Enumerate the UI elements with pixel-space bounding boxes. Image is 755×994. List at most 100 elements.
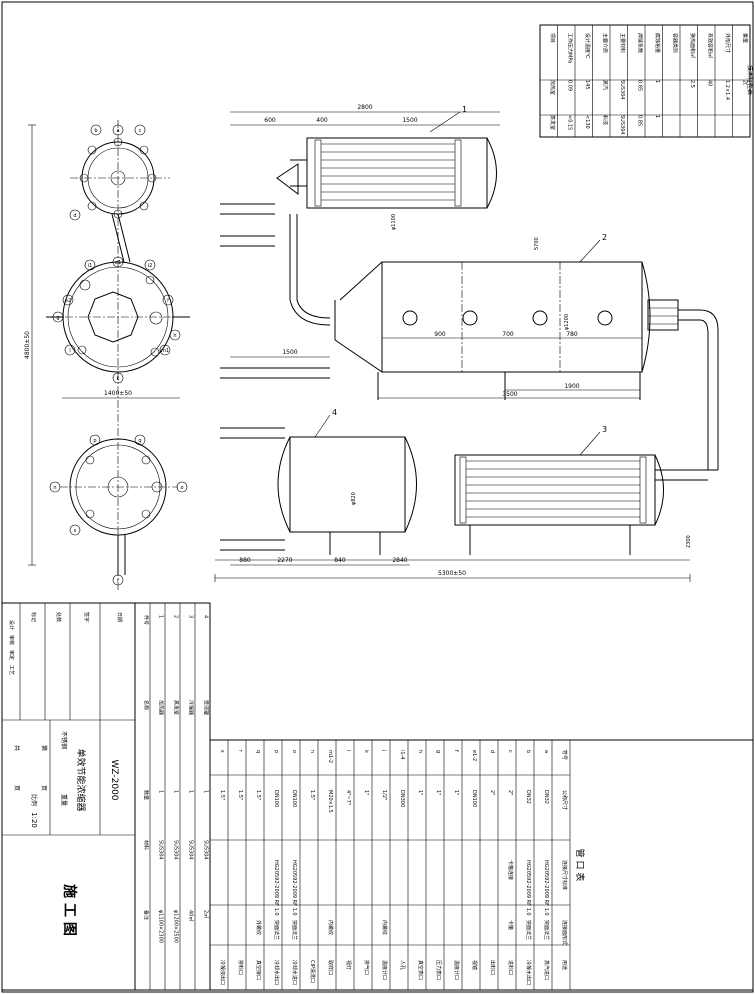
nozzle-g-field-4: 压力表口: [435, 960, 442, 980]
plan-balloon-c: [134, 124, 146, 136]
plan-callout-s: s: [74, 528, 77, 534]
plan-callout-i1: i1: [88, 263, 93, 269]
nozzle-g-field-0: g: [435, 750, 441, 753]
plan-balloon-s: [69, 524, 81, 536]
dim-vert-5: 2300: [686, 535, 692, 548]
nozzle-l-field-4: 视灯: [345, 960, 352, 970]
dim-vert-2: φ1200: [564, 314, 570, 330]
title-product-name: 单效节能浓缩器: [75, 748, 87, 811]
tech-spec-cell-10-1: 1.2×1.4: [724, 80, 730, 100]
nozzle-b-field-2: HG20592-2009 RF 1.0: [525, 860, 531, 916]
nozzle-l-field-0: l: [345, 750, 351, 751]
dim-bottom-1: 880: [239, 557, 251, 564]
evaporator-demister: [647, 299, 679, 331]
parts-header-1: 名称: [143, 700, 150, 710]
title-page-1: 页: [13, 785, 20, 791]
part-3-field-3: SUS304: [188, 840, 194, 860]
dim-bottom-3: 840: [334, 557, 346, 564]
tech-spec-cell-3-0: 主要介质: [601, 33, 608, 53]
nozzle-d-field-4: 出料口: [489, 960, 496, 975]
nozzle-o-field-4: 冷却水进口: [291, 960, 298, 985]
title-weight-label: 重量: [60, 794, 68, 806]
nozzle-j-field-3: 内螺纹: [381, 920, 388, 935]
plan-callout-m1: m1: [161, 348, 169, 354]
nozzle-i1-4-field-1: DN300: [399, 790, 405, 807]
nozzle-header-0: 符号: [561, 750, 568, 760]
plan-balloon-l: [64, 344, 76, 356]
tech-spec-cell-2-0: 设计温度℃: [584, 33, 591, 59]
tech-spec-cell-3-1: 蒸汽: [601, 80, 608, 90]
title-role-1: 审核: [8, 635, 15, 645]
nozzle-p-field-1: DN100: [273, 790, 279, 807]
nozzle-b-field-1: DN32: [525, 790, 531, 804]
part-2-field-1: 蒸发室: [173, 700, 180, 715]
nozzle-l-field-1: 4"~7": [345, 790, 351, 805]
plan-callout-e2: e2: [65, 298, 71, 304]
nozzle-c-field-0: c: [507, 750, 513, 753]
nozzle-h-field-4: 真空表口: [417, 960, 424, 980]
nozzle-j-field-0: j: [381, 749, 387, 751]
tech-spec-cell-3-2: 料液: [601, 115, 608, 125]
part-4-field-0: 4: [203, 615, 209, 618]
plan-callout-k: k: [117, 376, 120, 382]
plan-callout-f: f: [167, 298, 169, 304]
tech-spec-cell-7-0: 容器类别: [671, 33, 678, 53]
nozzle-s-field-0: s: [219, 750, 225, 753]
dim-vert-3: φ820: [351, 492, 357, 505]
plan-balloon-r: [112, 574, 124, 586]
nozzle-h-field-0: h: [417, 750, 423, 753]
part-3-field-2: 1: [188, 790, 194, 793]
part-1-field-2: 1: [158, 790, 164, 793]
tech-spec-cell-0-1: 加热室: [549, 80, 556, 95]
plan-balloon-e2: [62, 294, 74, 306]
plan-callout-b: b: [94, 128, 97, 134]
dim-mid-3: 700: [502, 331, 514, 338]
dim-mid-1: 1500: [282, 349, 297, 356]
title-page-2: 第: [40, 745, 48, 751]
nozzle-q-field-0: q: [255, 750, 261, 753]
tech-spec-cell-0-0: 项目: [549, 33, 555, 43]
tech-spec-cell-5-0: 焊缝系数: [636, 33, 643, 53]
part-1-field-4: φ1100×2300: [158, 910, 164, 943]
tech-spec-cell-4-2: SUS304: [619, 115, 625, 135]
title-sheet-label: 施 工 图: [61, 884, 78, 936]
parts-header-0: 件号: [143, 615, 150, 625]
title-col-1: 处数: [55, 612, 62, 622]
plan-callout-o: o: [180, 485, 183, 491]
nozzle-c-field-4: 进料口: [507, 960, 514, 975]
title-col-0: 标记: [30, 612, 37, 622]
nozzle-a-field-2: HG20592-2009 RF 1.0: [543, 860, 549, 916]
plan-callout-c: c: [139, 128, 142, 134]
nozzle-o-field-0: o: [291, 750, 297, 753]
nozzle-k-field-1: 1": [363, 790, 369, 795]
plan-balloon-e1: [112, 256, 124, 268]
part-4-field-2: 1: [203, 790, 209, 793]
parts-header-4: 备注: [143, 910, 150, 920]
tech-spec-cell-0-2: 蒸发室: [549, 115, 556, 130]
plan-balloon-d: [69, 209, 81, 221]
nozzle-c-field-1: 2": [507, 790, 513, 795]
tech-spec-cell-8-0: 换热面积㎡: [689, 33, 696, 58]
tech-spec-cell-1-2: <0.15: [566, 115, 572, 130]
nozzle-j-field-4: 温度计口: [381, 960, 388, 980]
title-page-3: 页: [40, 785, 47, 791]
part-4-field-4: 2㎡: [203, 910, 210, 918]
plan-callout-g: g: [56, 315, 59, 321]
nozzle-n-field-0: n: [309, 750, 315, 753]
part-1-field-0: 1: [158, 615, 164, 618]
nozzle-p-field-3: 突面法兰: [273, 920, 280, 940]
part-3-field-4: 40㎡: [188, 910, 195, 921]
dim-mid-5: 1900: [564, 383, 579, 390]
plan-callout-i2: i2: [148, 263, 153, 269]
tech-spec-cell-5-1: 0.85: [636, 80, 642, 91]
plan-callout-l: l: [69, 348, 70, 354]
nozzle-e1-2-field-4: 视镜: [471, 960, 478, 970]
plan-balloon-q: [134, 434, 146, 446]
part-2-field-4: φ1200×2500: [173, 910, 179, 943]
title-role-3: 工艺: [8, 665, 14, 675]
nozzle-e1-2-field-1: DN100: [471, 790, 477, 807]
nozzle-o-field-1: DN100: [291, 790, 297, 807]
